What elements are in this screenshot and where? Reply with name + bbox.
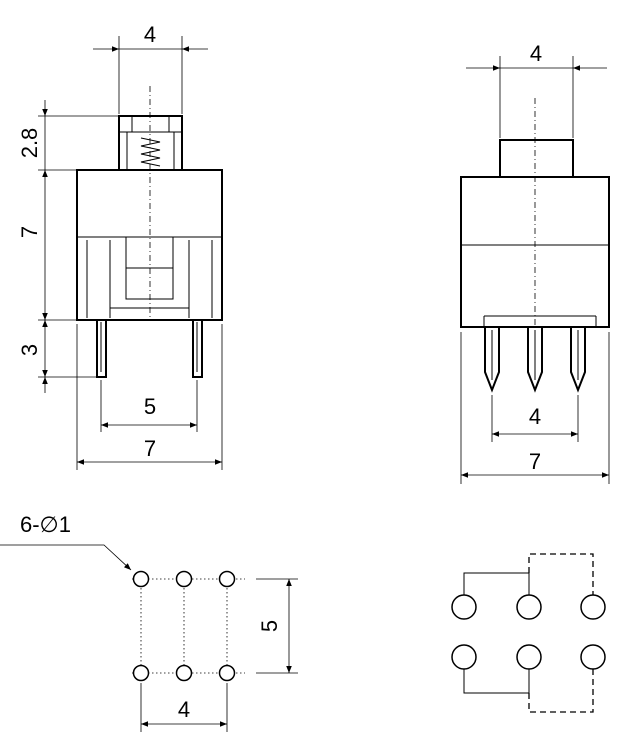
side-pins	[484, 327, 586, 393]
footprint-dim-row-label: 5	[257, 620, 282, 632]
side-view: 4 4 7	[460, 41, 610, 484]
side-body	[460, 176, 610, 328]
hole-note-label: 6-∅1	[20, 512, 71, 537]
terminal	[516, 594, 542, 620]
front-dim-top: 4	[93, 22, 208, 114]
side-dim-top: 4	[466, 41, 607, 138]
front-body	[76, 169, 223, 321]
hole	[132, 664, 150, 682]
hole	[175, 570, 193, 588]
terminal	[580, 594, 606, 620]
side-button	[499, 139, 574, 177]
side-dim-width-label: 7	[529, 449, 541, 474]
front-dim-top-label: 4	[144, 22, 156, 47]
side-dim-top-label: 4	[530, 41, 542, 66]
front-pins	[96, 320, 203, 378]
front-dim-width-label: 7	[144, 436, 156, 461]
spring-icon	[140, 137, 161, 167]
hole	[218, 570, 236, 588]
terminal	[580, 644, 606, 670]
terminal	[451, 594, 477, 620]
hole	[175, 664, 193, 682]
pcb-footprint: 6-∅1 5 4	[0, 512, 298, 732]
front-dim-pinspacing-label: 5	[144, 394, 156, 419]
side-dim-bottom: 4 7	[460, 332, 610, 484]
terminal	[516, 644, 542, 670]
switch-schematic	[451, 553, 606, 713]
hole-note-leader	[0, 544, 132, 571]
front-dim-bottom: 5 7	[76, 324, 223, 470]
front-dim-pin-label: 3	[17, 344, 42, 356]
terminal	[451, 644, 477, 670]
footprint-dim-col-label: 4	[178, 697, 190, 722]
hole	[132, 570, 150, 588]
hole	[218, 664, 236, 682]
front-button	[118, 115, 183, 170]
front-dim-left: 2.8 7 3	[17, 100, 119, 393]
front-view: 4 2.8 7 3 5 7	[17, 22, 223, 470]
side-dim-pinspacing-label: 4	[529, 404, 541, 429]
front-dim-button-label: 2.8	[17, 128, 42, 159]
front-dim-body-label: 7	[17, 226, 42, 238]
